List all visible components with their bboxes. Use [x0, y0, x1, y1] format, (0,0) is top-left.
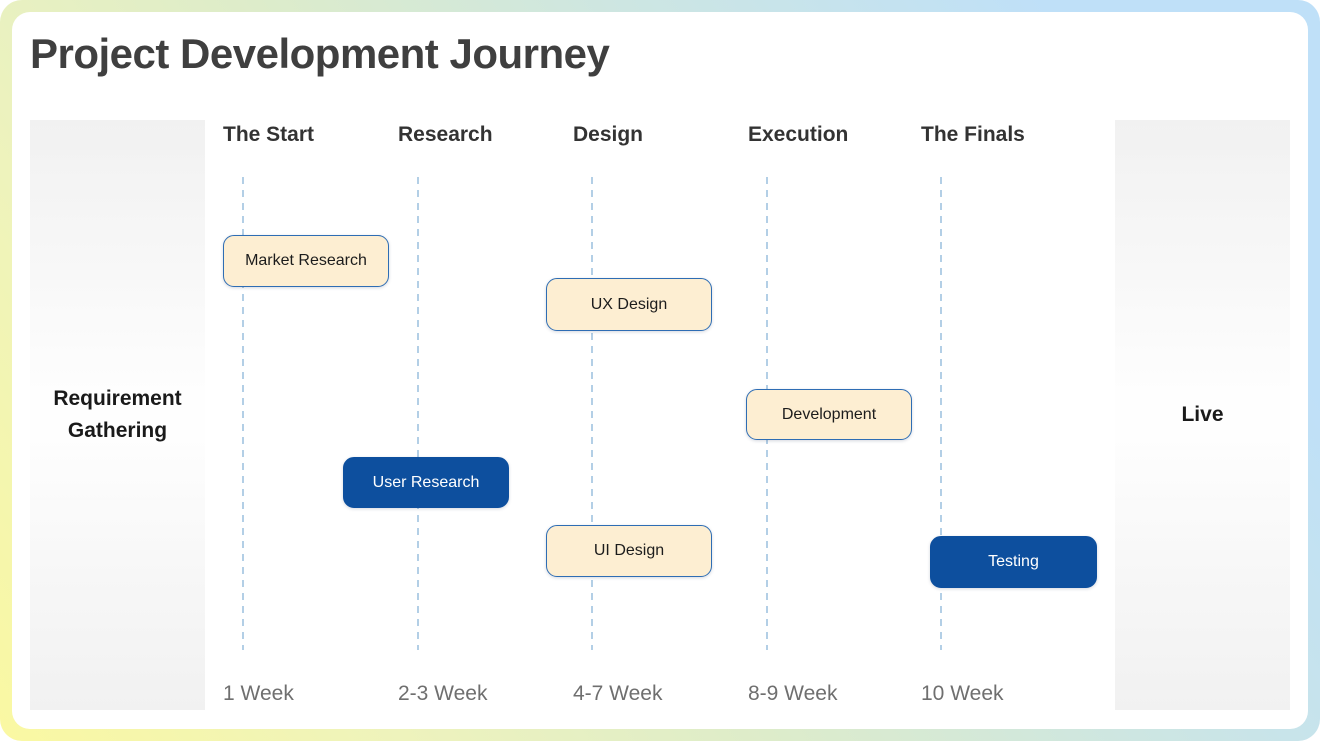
column-header-research: Research — [398, 123, 493, 146]
task-card-testing: Testing — [930, 536, 1097, 588]
timeline-dashed-line-3 — [591, 177, 593, 650]
week-label-4: 8-9 Week — [748, 682, 838, 705]
column-header-design: Design — [573, 123, 644, 146]
week-label-3: 4-7 Week — [573, 682, 663, 705]
live-panel: Live — [1115, 120, 1290, 710]
timeline-dashed-line-2 — [417, 177, 419, 650]
task-card-ux-design: UX Design — [546, 278, 712, 331]
week-label-2: 2-3 Week — [398, 682, 488, 705]
timeline-dashed-line-5 — [940, 177, 942, 650]
column-header-the-start: The Start — [223, 123, 315, 146]
week-label-5: 10 Week — [921, 682, 1004, 705]
task-card-user-research: User Research — [343, 457, 509, 508]
task-card-development: Development — [746, 389, 912, 440]
page-title: Project Development Journey — [30, 30, 610, 77]
column-header-execution: Execution — [748, 123, 849, 146]
task-card-ui-design: UI Design — [546, 525, 712, 577]
white-card — [12, 12, 1308, 729]
week-label-1: 1 Week — [223, 682, 294, 705]
requirement-gathering-label: Requirement Gathering — [53, 387, 182, 442]
timeline-dashed-line-1 — [242, 177, 244, 650]
requirement-gathering-panel: Requirement Gathering — [30, 120, 205, 710]
column-header-the-finals: The Finals — [921, 123, 1025, 146]
task-card-market-research: Market Research — [223, 235, 389, 287]
live-label: Live — [1181, 403, 1224, 426]
